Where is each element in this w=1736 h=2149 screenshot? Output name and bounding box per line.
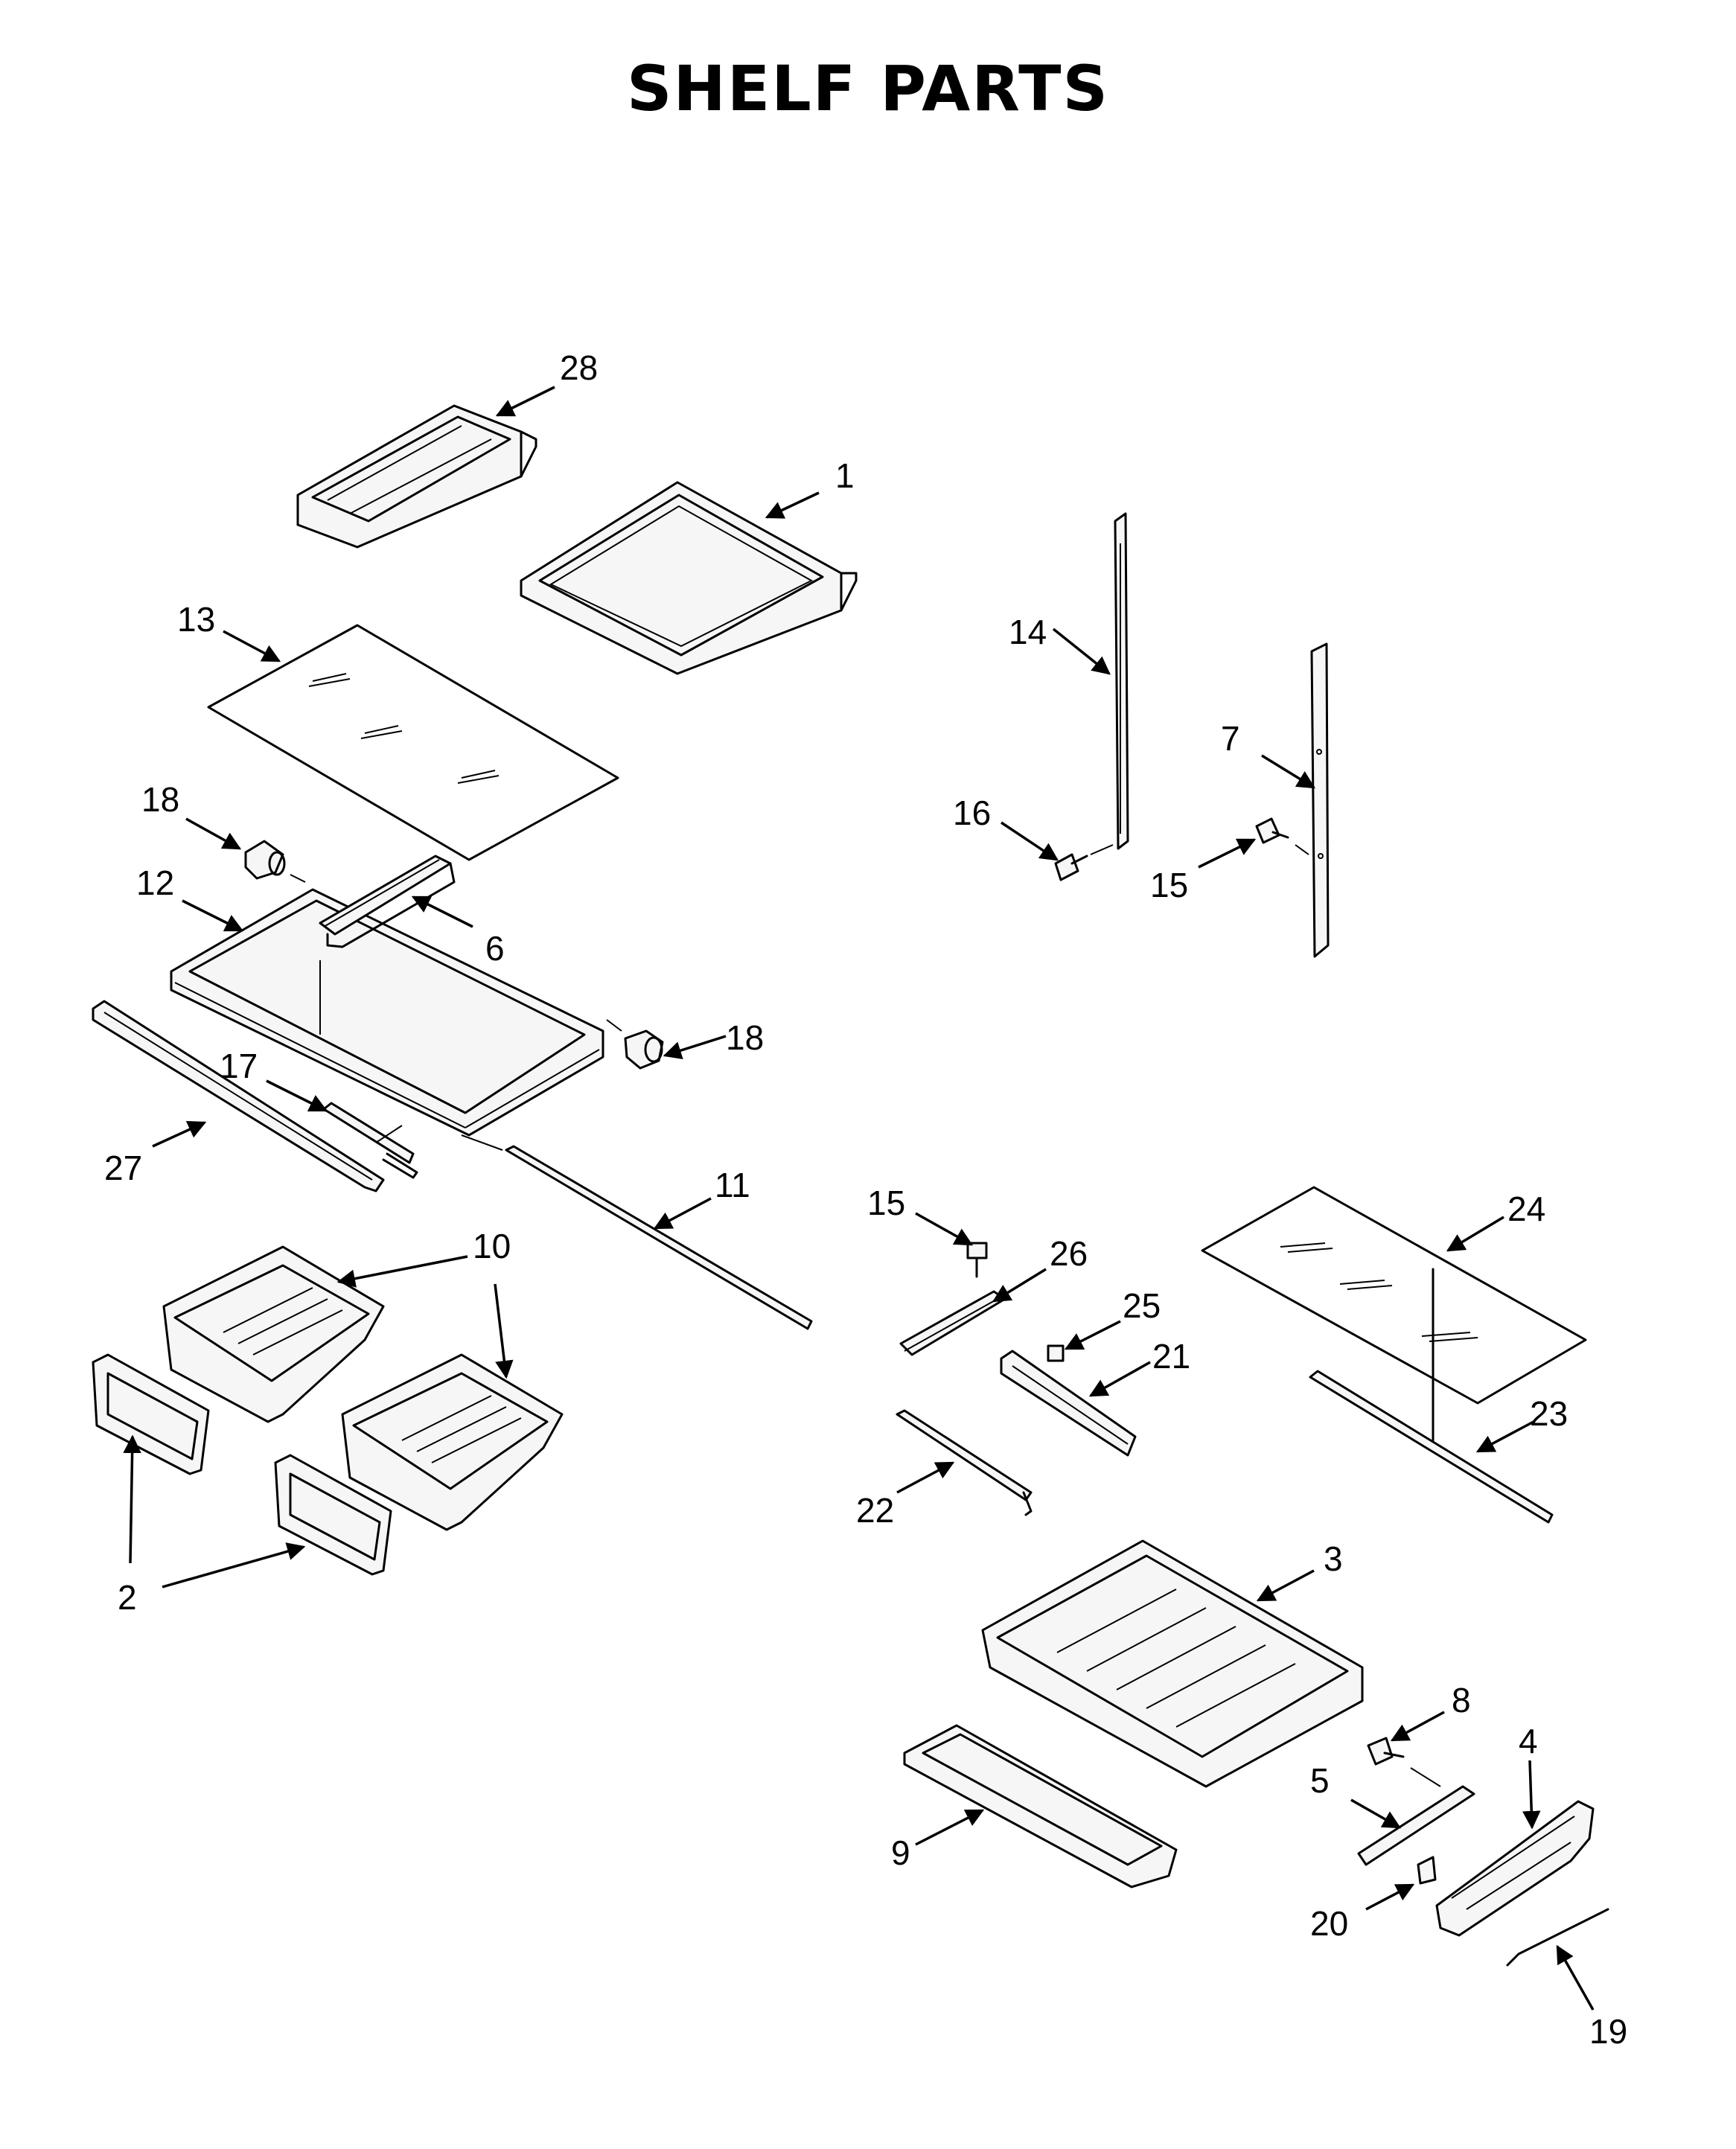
callout-27: 27 — [104, 1149, 142, 1187]
callout-18-lower: 18 — [726, 1018, 764, 1057]
part-22-slide — [896, 1409, 1033, 1516]
part-27-front-trim — [92, 1000, 385, 1192]
callout-25: 25 — [1123, 1286, 1161, 1325]
part-19-wire — [1506, 1908, 1609, 1967]
page-title: SHELF PARTS — [627, 52, 1109, 125]
callout-11: 11 — [715, 1166, 750, 1204]
callout-20: 20 — [1310, 1904, 1348, 1943]
part-5-bracket — [1357, 1785, 1475, 1866]
part-4-housing — [1435, 1800, 1595, 1937]
callout-26: 26 — [1050, 1234, 1088, 1273]
callout-15-right: 15 — [1150, 866, 1188, 904]
callout-3: 3 — [1324, 1539, 1343, 1578]
callout-labels: 28 1 13 18 12 6 18 17 27 11 10 2 14 7 16… — [104, 348, 1627, 2051]
part-15-screw-upper — [1255, 817, 1309, 855]
part-7-vertical-rail — [1310, 642, 1330, 958]
callout-22: 22 — [856, 1491, 894, 1530]
callout-19: 19 — [1589, 2012, 1627, 2051]
part-12-slide-frame — [170, 888, 604, 1137]
part-25-clip — [1047, 1344, 1065, 1362]
callout-7: 7 — [1221, 719, 1240, 758]
callout-24: 24 — [1507, 1190, 1545, 1228]
callout-9: 9 — [891, 1833, 910, 1872]
part-16-screw — [1054, 844, 1114, 881]
part-3-pan — [981, 1539, 1364, 1788]
callout-10: 10 — [473, 1227, 511, 1265]
callout-13: 13 — [177, 600, 215, 639]
part-21-slide — [1000, 1350, 1137, 1457]
part-13-glass-shelf — [207, 624, 619, 861]
callout-14: 14 — [1009, 613, 1047, 651]
part-8-screw — [1367, 1737, 1441, 1787]
part-10-crisper-left — [162, 1245, 385, 1423]
callout-4: 4 — [1519, 1722, 1538, 1760]
part-17-bracket — [322, 1102, 418, 1179]
callout-8: 8 — [1452, 1681, 1471, 1719]
part-2-crisper-cover-right — [274, 1454, 392, 1576]
callout-28: 28 — [560, 348, 598, 387]
part-2-crisper-cover-left — [92, 1353, 210, 1475]
part-14-vertical-rail — [1114, 512, 1129, 850]
part-20-clip — [1417, 1856, 1437, 1885]
callout-15-lower: 15 — [867, 1184, 905, 1222]
part-26-bracket — [899, 1290, 1006, 1356]
callout-5: 5 — [1310, 1761, 1330, 1800]
part-15-screw-lower — [966, 1242, 988, 1278]
part-10-crisper-right — [341, 1353, 564, 1531]
callout-1: 1 — [835, 456, 855, 495]
callout-2: 2 — [118, 1578, 137, 1617]
part-18-end-cap-upper — [244, 840, 306, 883]
callout-21: 21 — [1152, 1337, 1190, 1376]
part-23-trim — [1309, 1370, 1554, 1524]
callout-16: 16 — [953, 793, 991, 832]
leader-lines — [123, 386, 1595, 2011]
callout-18-upper: 18 — [141, 780, 179, 819]
part-18-end-cap-lower — [606, 1019, 664, 1070]
callout-23: 23 — [1530, 1394, 1568, 1433]
part-28-small-shelf — [296, 404, 537, 549]
part-6-slide-rail — [319, 855, 456, 1035]
callout-6: 6 — [485, 929, 505, 968]
callout-12: 12 — [136, 863, 174, 902]
part-11-long-rail — [461, 1134, 813, 1330]
part-9-drawer-front — [903, 1724, 1178, 1888]
callout-17: 17 — [220, 1047, 258, 1085]
part-24-glass-shelf — [1201, 1186, 1587, 1442]
part-1-shelf-frame — [520, 481, 858, 675]
